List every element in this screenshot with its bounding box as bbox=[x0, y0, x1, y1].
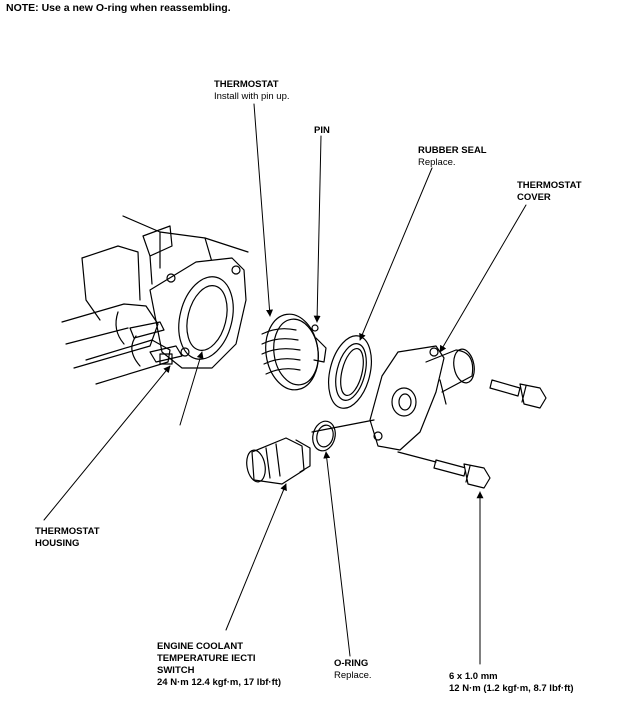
leader-lines bbox=[43, 103, 527, 665]
thermostat-cover-line1: THERMOSTAT bbox=[517, 180, 582, 191]
ect-switch-line3: SWITCH bbox=[157, 665, 195, 676]
rubber-seal-sub: Replace. bbox=[418, 157, 456, 168]
thermostat-title: THERMOSTAT bbox=[214, 79, 279, 90]
ect-switch-label: ENGINE COOLANT TEMPERATURE IECTI SWITCH … bbox=[157, 641, 281, 689]
o-ring-title: O-RING bbox=[334, 658, 369, 669]
thermostat-housing-line1: THERMOSTAT bbox=[35, 526, 100, 537]
leader-housing-1 bbox=[43, 365, 171, 521]
thermostat-housing-label: THERMOSTAT HOUSING bbox=[35, 526, 100, 550]
o-ring-label: O-RING Replace. bbox=[334, 658, 372, 682]
ect-switch-drawing bbox=[246, 437, 311, 485]
leader-thermostat bbox=[253, 103, 274, 317]
bolt-axis-line bbox=[397, 451, 437, 463]
leader-housing-2 bbox=[179, 351, 204, 426]
thermostat-cover-line2: COVER bbox=[517, 192, 551, 203]
bolt-torque: 12 N·m (1.2 kgf·m, 8.7 lbf·ft) bbox=[449, 683, 574, 694]
thermostat-housing-drawing bbox=[61, 215, 249, 385]
thermostat-cover-drawing bbox=[369, 345, 475, 451]
note-text: NOTE: Use a new O-ring when reassembling… bbox=[6, 2, 231, 14]
pin-title: PIN bbox=[314, 125, 330, 136]
bolt-size: 6 x 1.0 mm bbox=[449, 671, 498, 682]
o-ring-drawing bbox=[312, 420, 336, 452]
rubber-seal-label: RUBBER SEAL Replace. bbox=[418, 145, 487, 169]
thermostat-label: THERMOSTAT Install with pin up. bbox=[214, 79, 290, 103]
thermostat-housing-line2: HOUSING bbox=[35, 538, 80, 549]
upper-bolt-drawing bbox=[489, 379, 547, 409]
ect-switch-line1: ENGINE COOLANT bbox=[157, 641, 244, 652]
leader-pin bbox=[313, 135, 322, 323]
thermostat-drawing bbox=[261, 313, 327, 391]
lower-bolt-drawing bbox=[433, 459, 491, 489]
thermostat-sub: Install with pin up. bbox=[214, 91, 290, 102]
rubber-seal-title: RUBBER SEAL bbox=[418, 145, 487, 156]
bolt-spec-label: 6 x 1.0 mm 12 N·m (1.2 kgf·m, 8.7 lbf·ft… bbox=[449, 671, 574, 695]
ect-switch-line2: TEMPERATURE IECTI bbox=[157, 653, 256, 664]
ect-switch-torque: 24 N·m 12.4 kgf·m, 17 lbf·ft) bbox=[157, 677, 281, 689]
pin-label: PIN bbox=[314, 125, 330, 137]
leader-thermostat-cover bbox=[439, 204, 527, 353]
thermostat-cover-label: THERMOSTAT COVER bbox=[517, 180, 582, 204]
leader-ect-switch bbox=[225, 483, 287, 631]
rubber-seal-drawing bbox=[328, 335, 372, 409]
o-ring-sub: Replace. bbox=[334, 670, 372, 681]
leader-rubber-seal bbox=[359, 167, 433, 341]
ect-torque-value: 24 N·m bbox=[157, 677, 189, 688]
assembly-axis-line bbox=[311, 419, 375, 433]
ect-torque-detail: 12.4 kgf·m, 17 lbf·ft) bbox=[188, 677, 282, 688]
leader-o-ring bbox=[323, 451, 351, 657]
